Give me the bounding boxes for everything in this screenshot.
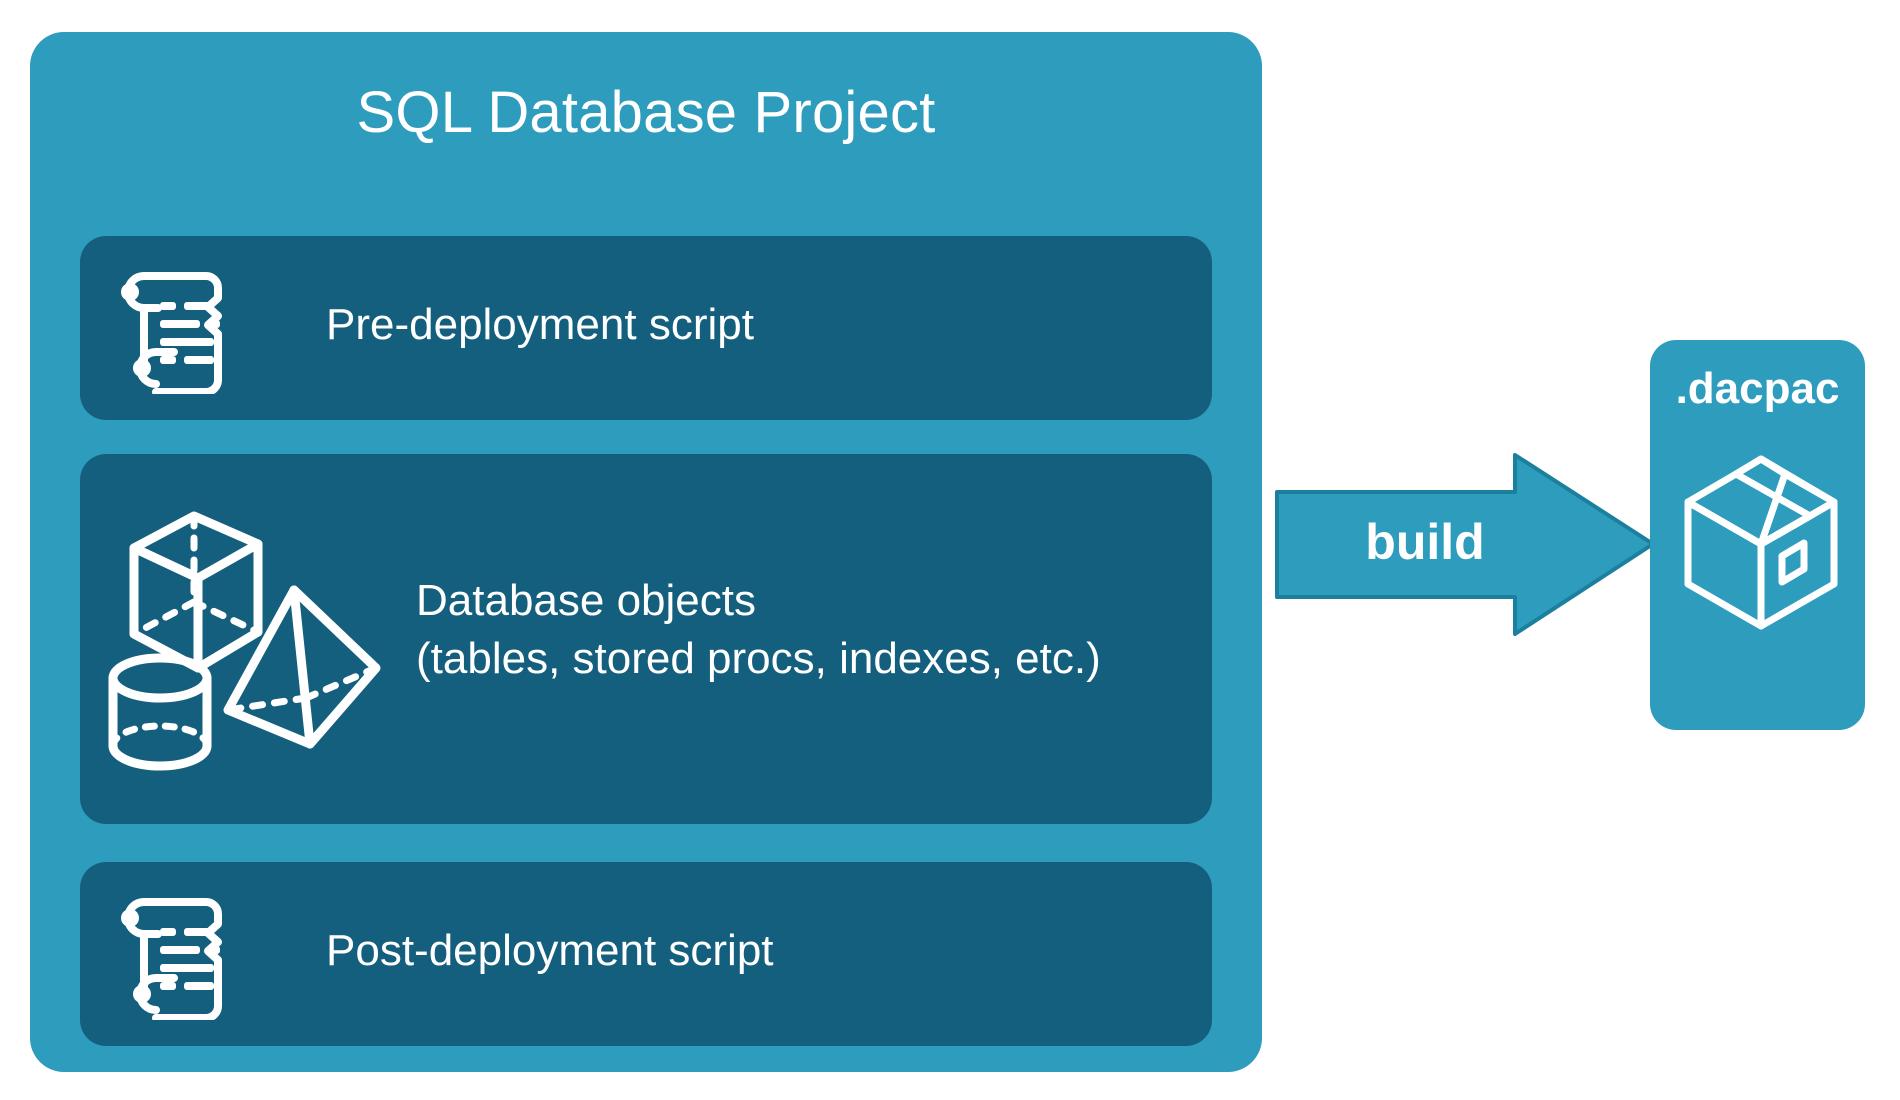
- right-arrow-icon: [1275, 453, 1655, 636]
- cylinder-hidden-edge: [109, 722, 211, 750]
- cube-hidden-edges: [130, 512, 262, 638]
- scroll-icon: [121, 898, 222, 1020]
- dacpac-output-card[interactable]: .dacpac: [1650, 340, 1865, 730]
- scroll-icon: [121, 272, 222, 394]
- card-pre-deployment-script[interactable]: Pre-deployment script: [80, 236, 1212, 420]
- card-label-database-objects-line2: (tables, stored procs, indexes, etc.): [416, 634, 1101, 683]
- sql-database-project-container: SQL Database Project: [30, 32, 1262, 1072]
- build-arrow-label: build: [1365, 514, 1485, 570]
- pyramid-hidden-edges: [224, 586, 380, 714]
- card-label-pre-deployment: Pre-deployment script: [326, 300, 754, 349]
- dacpac-label: .dacpac: [1675, 364, 1840, 413]
- package-box-icon: [1684, 455, 1838, 630]
- card-label-database-objects: Database objects (tables, stored procs, …: [416, 572, 1101, 688]
- card-label-post-deployment: Post-deployment script: [326, 926, 774, 975]
- card-post-deployment-script[interactable]: Post-deployment script: [80, 862, 1212, 1046]
- shapes-icon: [108, 511, 381, 771]
- card-database-objects[interactable]: Database objects (tables, stored procs, …: [80, 454, 1212, 824]
- cylinder-icon: [108, 653, 212, 771]
- card-label-database-objects-line1: Database objects: [416, 576, 756, 625]
- page-title: SQL Database Project: [356, 80, 936, 145]
